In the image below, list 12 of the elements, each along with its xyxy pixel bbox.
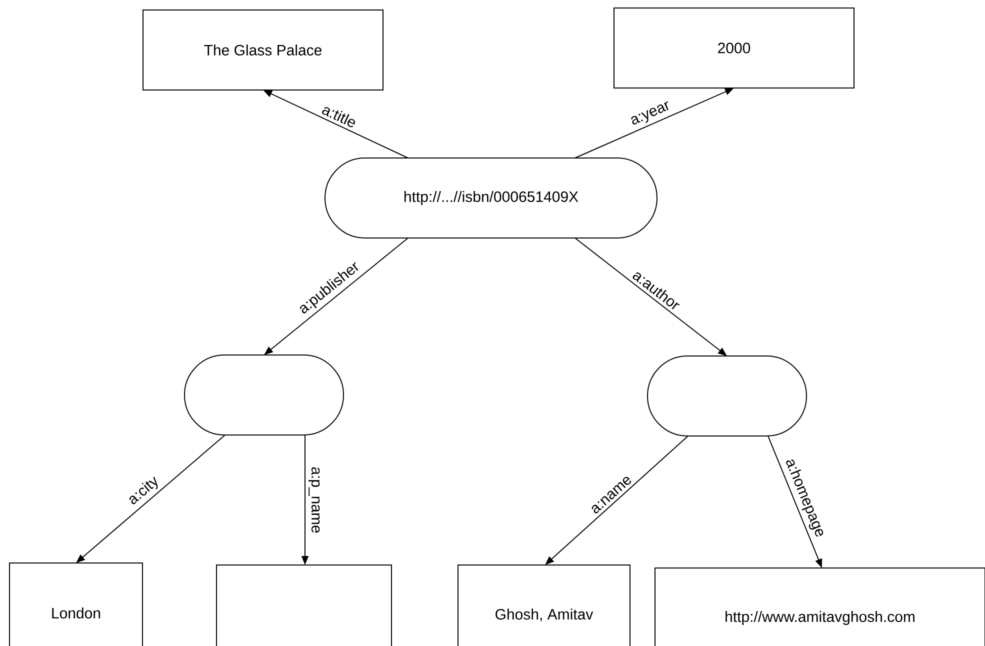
- edge-label: a:year: [631, 101, 668, 125]
- edge-label: a:title: [322, 107, 355, 128]
- literal-box: 2000: [614, 8, 854, 88]
- literal-box: http://www.amitavghosh.com: [654, 568, 985, 646]
- literal-box: Ghosh, Amitav: [458, 564, 630, 646]
- literal-box: The Glass Palace: [142, 10, 384, 90]
- resource-node: http://...//isbn/000651409X: [324, 158, 658, 238]
- rounded-node: [647, 356, 807, 436]
- rounded-node: [184, 354, 344, 436]
- literal-box: London: [9, 562, 143, 646]
- literal-box: [216, 564, 392, 646]
- edge-label: a:p_name: [308, 467, 320, 533]
